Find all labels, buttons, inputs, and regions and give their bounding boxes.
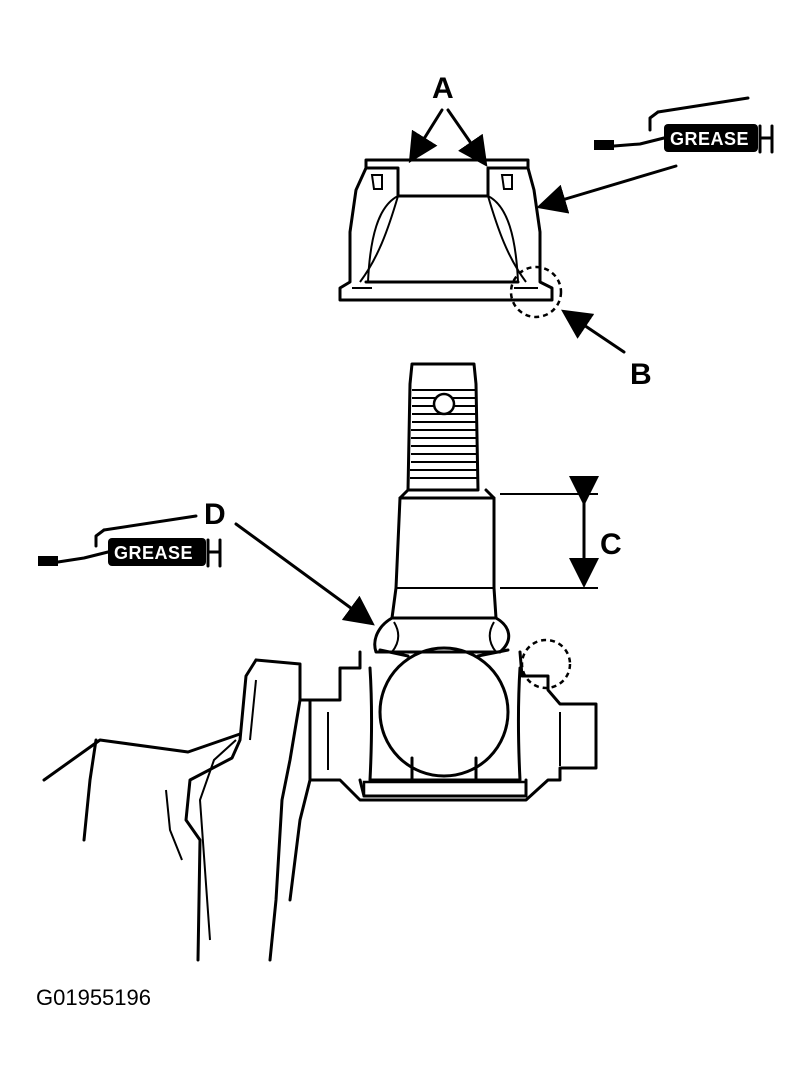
grease-gun-top-body <box>664 124 758 152</box>
ball-joint-housing <box>308 616 598 802</box>
grease-gun-left: GREASE <box>38 514 222 568</box>
callout-a-label: A <box>432 72 454 105</box>
callout-b-label: B <box>630 358 652 391</box>
callout-a-arrow-right <box>446 108 488 167</box>
callout-b-circle <box>509 265 563 319</box>
callout-c-label: C <box>600 528 622 561</box>
callout-d-arrow <box>234 522 375 626</box>
ball-stud <box>390 362 498 620</box>
grease-top-arrow <box>536 164 678 214</box>
grease-gun-top-label: GREASE <box>670 129 749 149</box>
callout-d-label: D <box>204 498 226 531</box>
figure-id: G01955196 <box>36 985 151 1010</box>
dimension-c <box>500 476 599 589</box>
grease-gun-left-body <box>108 538 206 566</box>
dust-boot <box>338 158 554 302</box>
callout-b-arrow <box>561 309 626 354</box>
callout-a-arrow-left <box>408 108 444 164</box>
grease-gun-left-label: GREASE <box>114 543 193 563</box>
grease-gun-top: GREASE <box>594 96 774 154</box>
steering-knuckle <box>42 658 318 962</box>
seal-check-circle <box>520 638 572 690</box>
